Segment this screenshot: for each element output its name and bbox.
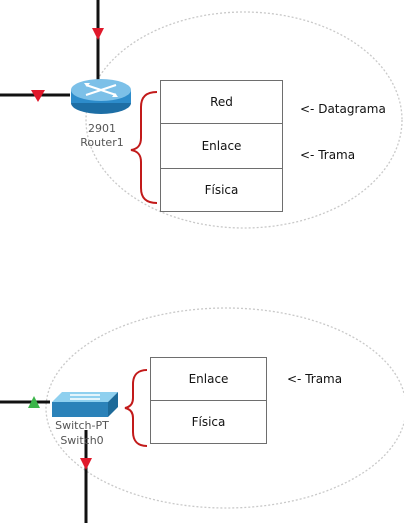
switch-name-label: Switch0 <box>60 434 104 447</box>
switch-ellipse <box>45 307 404 509</box>
router-left-arrow <box>31 90 45 102</box>
switch-layer-fisica: Física <box>150 400 267 444</box>
router-top-arrow <box>92 28 104 40</box>
switch-layer-enlace: Enlace <box>150 357 267 401</box>
switch-bottom-arrow <box>80 458 92 470</box>
router-layer-enlace: Enlace <box>160 123 283 169</box>
router-model-label: 2901 <box>88 122 116 135</box>
switch-model-label: Switch-PT <box>55 419 109 432</box>
router-ellipse <box>85 11 403 229</box>
switch-icon <box>52 392 118 417</box>
router-annotation-datagrama: <- Datagrama <box>300 102 386 116</box>
router-layer-red: Red <box>160 80 283 124</box>
router-annotation-trama: <- Trama <box>300 148 356 162</box>
router-layer-brace <box>130 91 158 204</box>
router-icon <box>71 79 131 114</box>
switch-left-arrow <box>28 396 40 408</box>
switch-annotation-trama: <- Trama <box>287 372 343 386</box>
switch-layer-brace <box>124 369 148 447</box>
router-name-label: Router1 <box>80 136 124 149</box>
router-layer-fisica: Física <box>160 168 283 212</box>
